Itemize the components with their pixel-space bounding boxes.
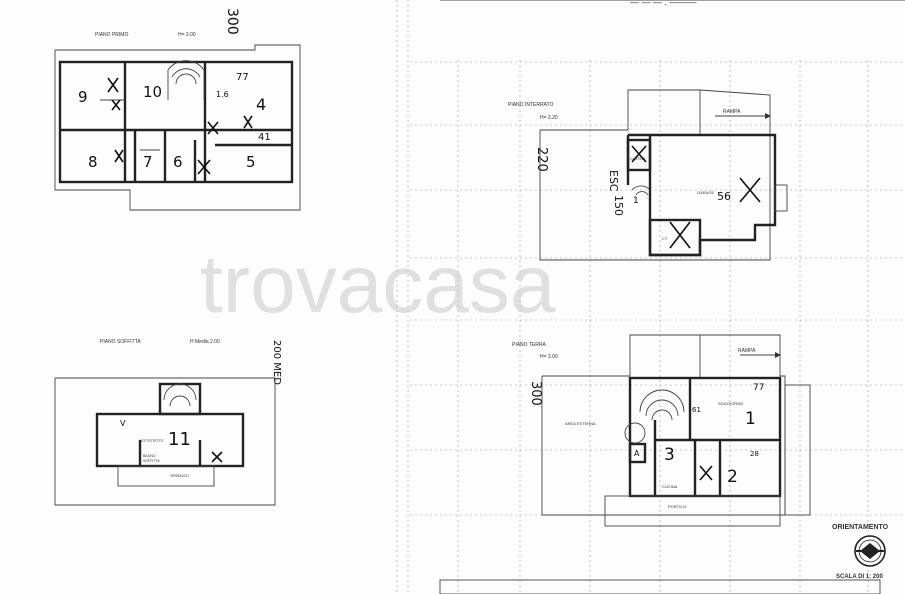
sottotetto-cross xyxy=(211,451,223,463)
primo-cross-marks xyxy=(107,77,253,175)
terra-sub-esterna: AREA ESTERNA xyxy=(565,421,596,426)
sottotetto-sub-2: TERRAZZO xyxy=(170,474,189,478)
terra-hand-height: 300 xyxy=(528,381,543,406)
primo-room-5: 5 xyxy=(246,153,256,171)
terra-misc-1: 61 xyxy=(692,406,701,414)
interrato-height-note: H= 2.20 xyxy=(540,115,558,121)
interrato-area: 56 xyxy=(717,190,731,203)
primo-hand-height: 300 xyxy=(224,8,240,35)
primo-room-9: 9 xyxy=(78,88,88,106)
terra-room-2: 2 xyxy=(727,467,738,487)
primo-room-10: 10 xyxy=(143,83,162,101)
interrato-hand-height: 220 xyxy=(534,147,549,172)
plan-piano-sottotetto: PIANO SOFFITTA H Media 2.00 200 MED 11 V… xyxy=(54,339,282,506)
sottotetto-sub-3: BAGNO xyxy=(143,454,156,458)
terra-title: PIANO TERRA xyxy=(512,342,546,348)
compass-icon xyxy=(854,535,886,567)
primo-area: 77 xyxy=(236,72,249,83)
interrato-title: PIANO INTERRATO xyxy=(508,102,553,108)
sottotetto-hand-height: 200 MED xyxy=(271,340,282,385)
interrato-hand-150: 150 xyxy=(612,195,625,216)
sottotetto-title: PIANO SOFFITTA xyxy=(100,339,141,345)
primo-title: PIANO PRIMO xyxy=(95,32,128,38)
sottotetto-sub-4: SOFFITTA xyxy=(143,459,160,463)
terra-height-note: H= 3.00 xyxy=(540,354,558,360)
interrato-hand-esc: ESC xyxy=(607,170,620,192)
terra-sub-cucina: CUCINA xyxy=(662,484,678,489)
orientation-block: ORIENTAMENTO SCALA DI 1: 200 xyxy=(832,524,889,580)
plan-piano-interrato: PIANO INTERRATO H= 2.20 220 ESC 150 RAMP… xyxy=(508,89,788,261)
primo-misc-1: 1.6 xyxy=(216,90,229,99)
terra-area: 77 xyxy=(753,383,764,393)
scale-label: SCALA DI 1: 200 xyxy=(836,574,883,580)
primo-room-6: 6 xyxy=(173,153,183,171)
plan-piano-terra: PIANO TERRA H= 3.00 300 RAMPA 1 2 3 77 6… xyxy=(512,334,811,527)
sottotetto-v-mark: V xyxy=(120,419,126,428)
interrato-ramp-label: RAMPA xyxy=(723,109,741,115)
primo-room-7: 7 xyxy=(143,153,153,171)
sottotetto-height-note: H Media 2.00 xyxy=(190,339,220,345)
primo-room-4: 4 xyxy=(256,95,266,114)
sheet-grid xyxy=(396,0,905,594)
terra-ramp-label: RAMPA xyxy=(738,348,756,354)
terra-room-3: 3 xyxy=(664,445,675,465)
terra-sub-portico: PORTICO xyxy=(668,504,686,509)
primo-room-8: 8 xyxy=(88,153,98,171)
primo-misc-2: 41 xyxy=(258,132,271,143)
interrato-sub-cantina: CANTINA xyxy=(630,157,646,161)
interrato-room-1: 1 xyxy=(633,196,639,206)
plan-piano-primo: PIANO PRIMO H= 3.00 300 9 10 4 8 7 6 5 7… xyxy=(54,8,301,211)
interrato-cross-marks xyxy=(631,145,761,249)
terra-sub-a: A xyxy=(634,449,640,458)
interrato-sub-garage: GARAGE xyxy=(697,190,714,195)
primo-height-note: H= 3.00 xyxy=(178,32,196,38)
terra-cross xyxy=(699,465,713,481)
terra-room-1: 1 xyxy=(745,409,756,429)
terra-sub-soggiorno: SOGGIORNO xyxy=(718,401,743,406)
orientation-label: ORIENTAMENTO xyxy=(832,524,889,531)
sottotetto-sub-1: SOTTOTETTO xyxy=(140,439,164,443)
terra-misc-2: 28 xyxy=(750,450,759,458)
top-header-fragment: — — — . ——— xyxy=(630,0,697,7)
sottotetto-room-11: 11 xyxy=(168,429,191,450)
watermark-logo: trovacasa xyxy=(200,239,556,330)
interrato-sub-ct: CT xyxy=(662,236,668,241)
